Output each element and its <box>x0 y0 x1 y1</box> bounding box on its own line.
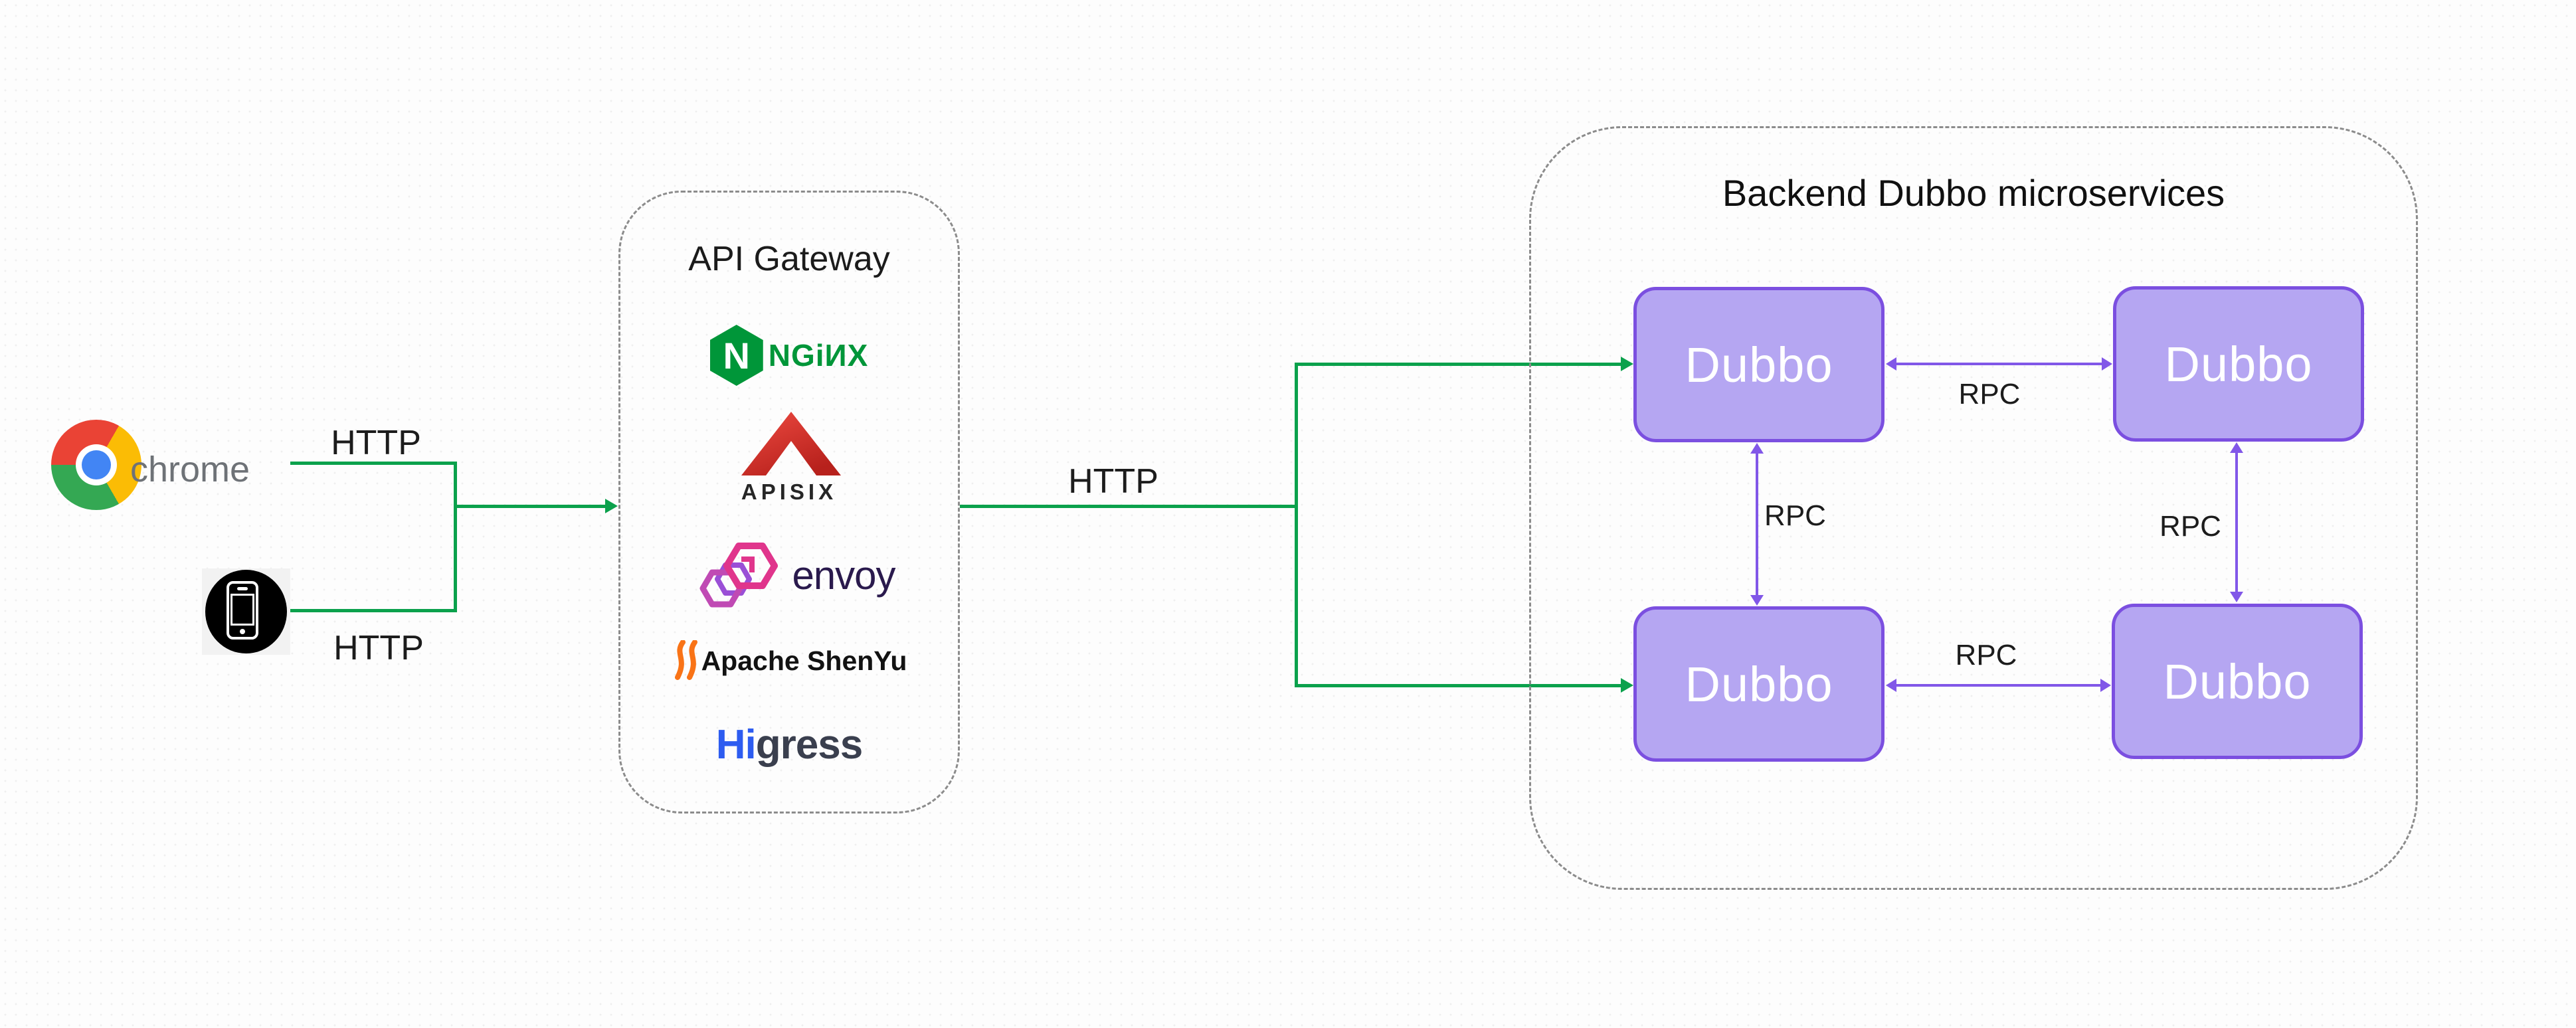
backend-title: Backend Dubbo microservices <box>1722 172 2225 214</box>
smartphone-screen <box>230 594 254 626</box>
api-gateway-title: API Gateway <box>688 240 890 278</box>
arrowhead-rpc-bottom-left <box>1886 679 1896 692</box>
dubbo-node-bottom-right: Dubbo <box>2112 604 2363 759</box>
smartphone-icon <box>227 581 258 640</box>
smartphone-home-button <box>240 629 245 634</box>
edge-chrome-http <box>290 462 455 465</box>
shenyu-logo: Apache ShenYu <box>618 640 960 681</box>
envoy-wordmark: envoy <box>792 553 895 598</box>
mobile-device-icon <box>202 568 290 655</box>
edge-to-dubbo-top <box>1295 363 1622 366</box>
edge-backend-split <box>1295 363 1298 687</box>
dubbo-node-bottom-left: Dubbo <box>1633 606 1885 762</box>
nginx-wordmark: NGiИX <box>768 338 869 373</box>
edge-rpc-left-vertical <box>1756 452 1758 596</box>
nginx-logo: N NGiИX <box>618 325 960 386</box>
envoy-hexagons-icon <box>699 543 779 608</box>
rpc-label-bottom: RPC <box>1955 639 2017 671</box>
http-label-mobile: HTTP <box>333 629 424 667</box>
apisix-triangle-icon <box>741 412 841 475</box>
higress-gress-wordmark: gress <box>755 722 863 768</box>
dubbo-node-label: Dubbo <box>1685 656 1833 712</box>
http-label-chrome: HTTP <box>331 424 421 462</box>
edge-clients-join <box>454 462 457 612</box>
nginx-hexagon-icon: N <box>709 325 763 386</box>
arrowhead-into-dubbo-top <box>1621 357 1633 371</box>
arrowhead-rpc-left-up <box>1750 443 1764 454</box>
dubbo-node-label: Dubbo <box>2164 336 2313 392</box>
nginx-n-glyph: N <box>723 334 750 377</box>
arrowhead-into-dubbo-bottom <box>1621 678 1633 693</box>
edge-to-gateway <box>454 505 606 508</box>
higress-logo: Higress <box>618 721 960 768</box>
envoy-logo: envoy <box>618 535 960 615</box>
arrowhead-into-gateway <box>605 499 618 513</box>
shenyu-flame-icon <box>674 640 697 680</box>
backend-microservices-box <box>1529 126 2418 890</box>
arrowhead-rpc-bottom-right <box>2100 679 2111 692</box>
arrowhead-rpc-top-left <box>1886 357 1896 371</box>
edge-rpc-top <box>1896 363 2103 365</box>
edge-rpc-right-vertical <box>2235 451 2238 593</box>
higress-hi-wordmark: Hi <box>715 722 757 768</box>
rpc-label-top: RPC <box>1958 378 2021 410</box>
arrowhead-rpc-right-down <box>2230 592 2243 602</box>
apisix-wordmark: APISIX <box>741 479 838 504</box>
http-label-gateway-backend: HTTP <box>1068 462 1158 501</box>
rpc-label-right: RPC <box>2160 510 2221 543</box>
arrowhead-rpc-left-down <box>1750 595 1764 606</box>
chrome-icon-core <box>82 450 111 479</box>
edge-gateway-to-backend <box>960 505 1296 508</box>
shenyu-wordmark: Apache ShenYu <box>701 645 907 676</box>
dubbo-node-label: Dubbo <box>1685 337 1833 392</box>
edge-mobile-http <box>290 609 455 612</box>
chrome-browser-icon <box>51 420 141 510</box>
arrowhead-rpc-top-right <box>2102 357 2112 371</box>
chrome-label: chrome <box>130 450 250 489</box>
apisix-logo: APISIX <box>618 479 960 505</box>
edge-rpc-bottom <box>1896 684 2102 687</box>
dubbo-node-top-left: Dubbo <box>1633 287 1885 442</box>
dubbo-node-top-right: Dubbo <box>2113 286 2364 442</box>
dubbo-node-label: Dubbo <box>2163 653 2312 709</box>
rpc-label-left: RPC <box>1764 499 1826 532</box>
edge-to-dubbo-bottom <box>1295 684 1622 687</box>
smartphone-speaker <box>237 587 248 590</box>
arrowhead-rpc-right-up <box>2230 442 2243 453</box>
api-gateway-box <box>618 191 960 814</box>
